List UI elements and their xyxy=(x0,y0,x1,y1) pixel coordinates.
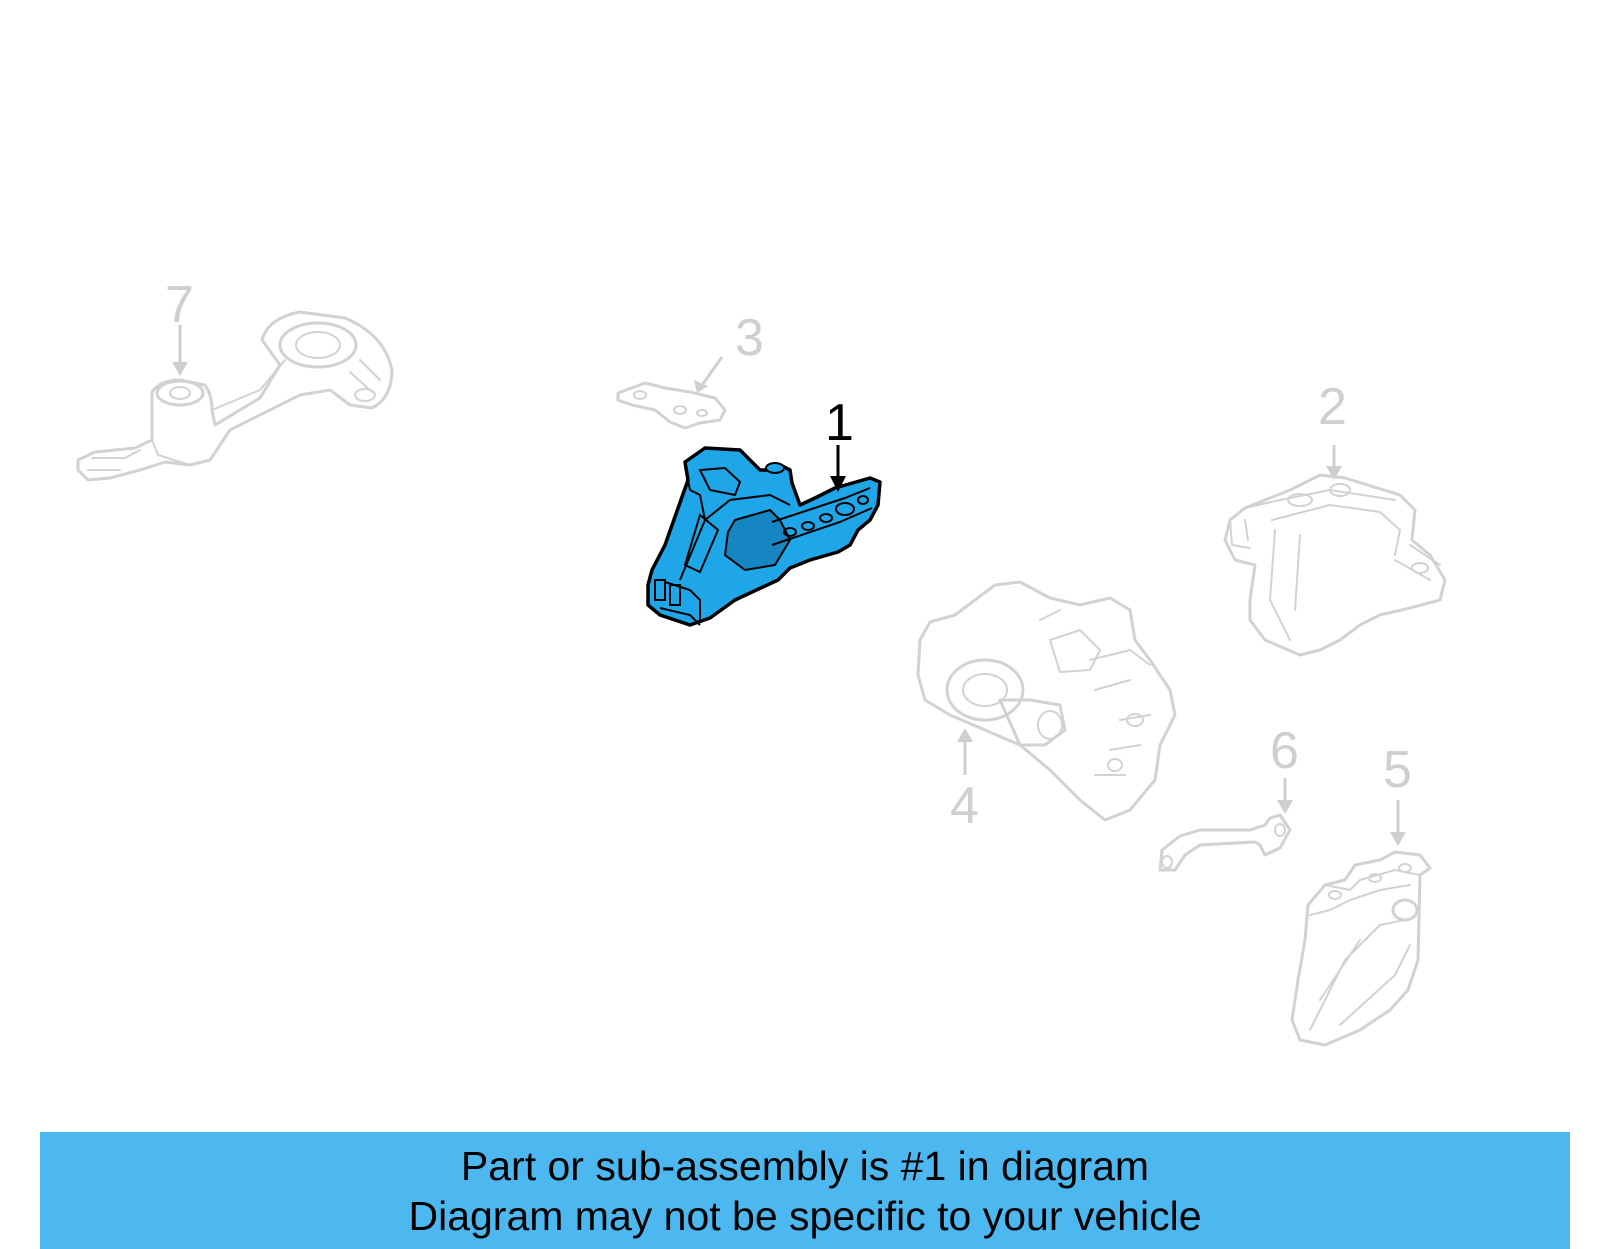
part-3-bracket[interactable] xyxy=(616,381,727,430)
part-6-bracket[interactable] xyxy=(1158,813,1292,872)
callout-6[interactable]: 6 xyxy=(1270,722,1299,780)
callout-3[interactable]: 3 xyxy=(735,309,764,367)
part-1-engine-mount[interactable] xyxy=(646,446,882,627)
leader-3 xyxy=(698,356,724,389)
info-banner: Part or sub-assembly is #1 in diagram Di… xyxy=(40,1132,1570,1249)
callout-4[interactable]: 4 xyxy=(950,777,979,835)
part-7-torque-rod[interactable] xyxy=(76,310,394,482)
arrowhead-7 xyxy=(172,362,188,376)
callout-7[interactable]: 7 xyxy=(165,276,194,334)
callout-2[interactable]: 2 xyxy=(1318,378,1347,436)
part-4-transmission-mount[interactable] xyxy=(916,580,1177,822)
arrowhead-5 xyxy=(1390,832,1406,846)
callout-1[interactable]: 1 xyxy=(825,394,854,452)
arrowhead-2 xyxy=(1326,466,1342,480)
arrowhead-3 xyxy=(694,380,708,393)
arrowhead-4 xyxy=(957,728,973,742)
callout-5[interactable]: 5 xyxy=(1383,741,1412,799)
parts-diagram: 7 3 1 2 xyxy=(76,276,1447,1047)
part-2-mount[interactable] xyxy=(1223,473,1447,657)
banner-line-disclaimer: Diagram may not be specific to your vehi… xyxy=(408,1192,1202,1239)
part-5-mount-bracket[interactable] xyxy=(1290,850,1432,1047)
arrowhead-6 xyxy=(1277,800,1293,814)
arrowhead-1 xyxy=(830,476,846,492)
banner-line-part-number: Part or sub-assembly is #1 in diagram xyxy=(460,1142,1150,1189)
